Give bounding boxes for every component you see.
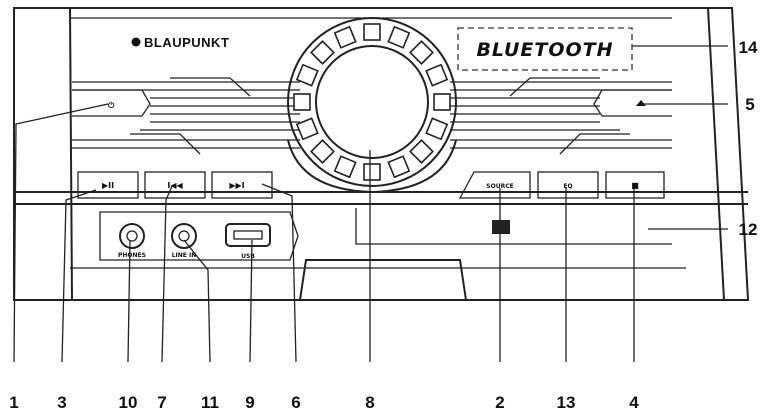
leader-6 [261, 183, 297, 363]
callout-2: 2 [495, 393, 504, 412]
leader-10 [127, 239, 131, 363]
controls-row: ▶II I◀◀ ▶▶I SOURCE EQ ■ [77, 171, 665, 199]
callout-numbers: 1 3 10 7 11 9 6 8 2 13 4 5 12 14 [9, 38, 758, 412]
mode-button[interactable] [537, 171, 599, 199]
play-pause-button[interactable] [77, 171, 139, 199]
callout-12: 12 [739, 220, 758, 239]
callout-9: 9 [245, 393, 254, 412]
callout-11: 11 [201, 393, 219, 412]
left-pillar [34, 7, 74, 301]
knob-lamp [409, 40, 434, 65]
knob-lamp [295, 117, 319, 141]
sensor-window [492, 220, 510, 234]
power-slot [72, 89, 151, 117]
right-lower-box [355, 208, 672, 245]
callout-1: 1 [9, 393, 18, 412]
knob-housing [287, 139, 457, 194]
callout-4: 4 [629, 393, 639, 412]
line-in-label: LINE IN [172, 252, 197, 259]
leader-3 [61, 189, 97, 363]
play-pause-icon: ▶II [102, 181, 114, 190]
knob-lamp [387, 25, 411, 49]
knob-lamp [387, 155, 411, 179]
display-text: BLUETOOTH [476, 39, 613, 61]
grille-accent [509, 77, 600, 97]
callout-10: 10 [119, 393, 138, 412]
source-button[interactable] [458, 171, 531, 199]
knob-lamp [333, 155, 357, 179]
prev-icon: I◀◀ [167, 181, 183, 190]
knob-lamp [363, 23, 381, 41]
port-panel [99, 211, 299, 261]
right-pillar [672, 7, 726, 301]
housing-outline [13, 7, 750, 301]
knob-lamp [310, 139, 335, 164]
leader-1 [13, 103, 109, 363]
grille-accent [170, 77, 251, 97]
callout-5: 5 [745, 95, 754, 114]
callout-13: 13 [557, 393, 576, 412]
knob-outer-ring [287, 17, 457, 187]
mode-label: EQ [563, 183, 572, 190]
power-button[interactable]: ⏻ [108, 101, 115, 110]
callout-3: 3 [57, 393, 66, 412]
volume-knob[interactable] [287, 17, 457, 194]
usb-slot [233, 230, 263, 240]
knob-lamp [333, 25, 357, 49]
stop-icon: ■ [631, 181, 639, 190]
phones-jack[interactable] [119, 223, 145, 249]
line-in-jack[interactable] [171, 223, 197, 249]
brand-logo: BLAUPUNKT [144, 35, 229, 50]
center-recess [299, 259, 467, 301]
usb-port[interactable] [225, 223, 271, 247]
eject-slot [593, 89, 672, 117]
display-window [457, 27, 633, 71]
prev-button[interactable] [144, 171, 206, 199]
knob-lamp [310, 40, 335, 65]
knob-center [315, 45, 429, 159]
knob-lamp [295, 63, 319, 87]
knob-lamp [425, 117, 449, 141]
phones-label: PHONES [118, 252, 146, 259]
eject-button[interactable] [636, 100, 646, 106]
ports: PHONES LINE IN USB [99, 211, 299, 261]
eject-icon [636, 100, 646, 106]
knob-lamp [363, 163, 381, 181]
next-button[interactable] [211, 171, 273, 199]
grille-accent [130, 133, 201, 155]
leader-9 [249, 239, 253, 363]
knob-lamp [293, 93, 311, 111]
callout-8: 8 [365, 393, 374, 412]
line-in-jack-hole [178, 230, 190, 242]
knob-lamp [409, 139, 434, 164]
phones-jack-hole [126, 230, 138, 242]
grille-accent [559, 133, 630, 155]
knob-lamp [425, 63, 449, 87]
callout-lines [13, 45, 728, 363]
leader-7 [161, 185, 173, 363]
callout-14: 14 [739, 38, 758, 57]
logo-dot [131, 37, 141, 47]
usb-label: USB [241, 253, 255, 260]
right-grille [450, 77, 672, 155]
left-grille [72, 77, 300, 155]
source-label: SOURCE [486, 183, 513, 190]
callout-6: 6 [291, 393, 300, 412]
svg-text:⏻: ⏻ [108, 101, 115, 110]
stop-button[interactable] [605, 171, 665, 199]
callout-7: 7 [157, 393, 166, 412]
next-icon: ▶▶I [229, 181, 244, 190]
leader-11 [183, 239, 211, 363]
knob-lamp [433, 93, 451, 111]
